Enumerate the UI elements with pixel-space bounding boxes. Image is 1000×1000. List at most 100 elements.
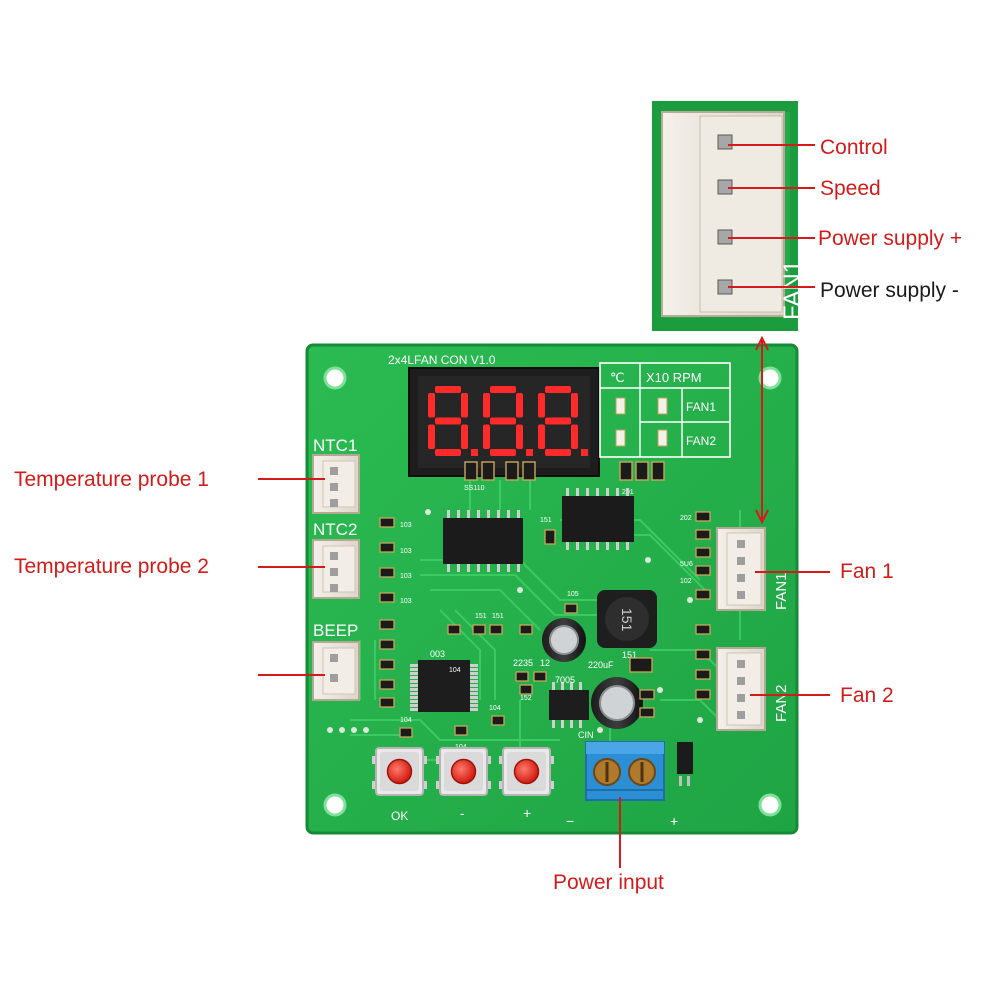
digit-segment — [516, 424, 523, 449]
digit-segment — [428, 393, 435, 418]
display-digit — [428, 386, 478, 456]
board-title: 2x4LFAN CON V1.0 — [388, 353, 496, 367]
callout-fan-2: Fan 2 — [840, 684, 894, 707]
code-104-a: 104 — [400, 717, 412, 724]
decimal-point — [526, 449, 533, 456]
callout-temperature-probe-1: Temperature probe 1 — [14, 468, 209, 491]
terminal-minus-label: − — [566, 813, 574, 829]
callout-lines — [258, 144, 830, 868]
code-2235: 2235 — [513, 658, 533, 668]
smd-component — [564, 603, 578, 614]
left-connectors — [312, 454, 360, 701]
indicator-leds — [615, 397, 668, 447]
smd-component — [695, 529, 711, 540]
fan2-connector — [716, 647, 766, 731]
button-ok-label: OK — [391, 809, 408, 823]
beep-label: BEEP — [313, 621, 358, 640]
plus-button[interactable] — [499, 747, 554, 796]
smd-component — [695, 669, 711, 680]
button-plus-label: + — [523, 805, 531, 821]
callout-power-input: Power input — [553, 871, 664, 894]
smd-component — [454, 725, 468, 736]
code-5u6: 202 — [680, 515, 692, 522]
digit-segment — [428, 424, 435, 449]
code-ss110: 151 — [622, 650, 637, 660]
smd-component — [519, 684, 533, 695]
callout-fan-1: Fan 1 — [840, 560, 894, 583]
code-104-d: 104 — [449, 667, 461, 674]
digit-segment — [461, 393, 468, 418]
status-legend: ℃ X10 RPM FAN1 FAN2 — [599, 362, 731, 458]
code-102: 5U6 — [680, 561, 693, 568]
code-151-b: 151 — [492, 613, 504, 620]
digit-segment — [490, 417, 516, 425]
smd-component — [695, 547, 711, 558]
display-digit — [538, 386, 588, 456]
transistor — [677, 742, 693, 786]
seven-segment-display — [408, 367, 600, 477]
code-105: 105 — [567, 591, 579, 598]
ic-chips — [410, 488, 634, 728]
legend-rpm: X10 RPM — [646, 370, 702, 385]
inset-fan-silk: FAN1 — [779, 260, 806, 320]
inset-control-label: Control — [820, 136, 888, 159]
smd-component — [544, 529, 556, 545]
callout-temperature-probe-2: Temperature probe 2 — [14, 555, 209, 578]
digit-segment — [516, 393, 523, 418]
smd-component — [489, 624, 503, 635]
minus-button[interactable] — [436, 747, 491, 796]
code-201: SS110 — [464, 485, 485, 492]
smd-components — [379, 511, 711, 738]
smd-component — [519, 624, 533, 635]
inset-power-supply-minus-label: Power supply - — [820, 279, 959, 302]
smd-component — [379, 659, 395, 670]
beep-connector — [312, 641, 360, 701]
smd-component — [379, 619, 395, 630]
code-103-c: 103 — [400, 573, 412, 580]
digit-segment — [545, 417, 571, 425]
code-151-c: 151 — [540, 517, 552, 524]
code-103-a: 103 — [400, 522, 412, 529]
smd-component — [379, 679, 395, 690]
display-digits — [428, 386, 588, 456]
smd-component — [695, 565, 711, 576]
smd-component — [472, 624, 486, 635]
inductor: 151 — [597, 590, 657, 648]
code-103-d: 103 — [400, 598, 412, 605]
code-103-b: 103 — [400, 548, 412, 555]
fan1-connector — [716, 527, 766, 611]
digit-segment — [545, 449, 571, 456]
ok-button[interactable] — [372, 747, 427, 796]
digit-segment — [571, 424, 578, 449]
ntc2-connector — [312, 539, 360, 599]
inductor-code: 151 — [619, 608, 635, 632]
ic-pins — [410, 488, 629, 728]
smd-component — [533, 671, 547, 682]
smd-component — [379, 542, 395, 553]
code-151-a: 151 — [475, 613, 487, 620]
digit-segment — [490, 449, 516, 456]
legend-fan2: FAN2 — [686, 434, 716, 448]
decimal-point — [581, 449, 588, 456]
ntc2-label: NTC2 — [313, 520, 357, 539]
ntc1-connector — [312, 454, 360, 514]
cin-label: CIN — [578, 730, 594, 740]
smd-component — [379, 697, 395, 708]
inset-power-supply-plus-label: Power supply + — [818, 227, 963, 250]
smd-component — [695, 589, 711, 600]
smd-component — [447, 624, 461, 635]
inset-pins — [717, 134, 733, 295]
smd-component — [695, 649, 711, 660]
display-digit — [483, 386, 533, 456]
code-202-b: 102 — [680, 578, 692, 585]
inset-speed-label: Speed — [820, 177, 881, 200]
smd-component — [629, 657, 653, 673]
smd-component — [379, 639, 395, 650]
digit-segment — [435, 449, 461, 456]
smd-component — [639, 689, 655, 700]
fan2-silk: FAN2 — [773, 684, 790, 722]
digit-segment — [483, 393, 490, 418]
digit-segment — [538, 424, 545, 449]
smd-component — [695, 511, 711, 522]
